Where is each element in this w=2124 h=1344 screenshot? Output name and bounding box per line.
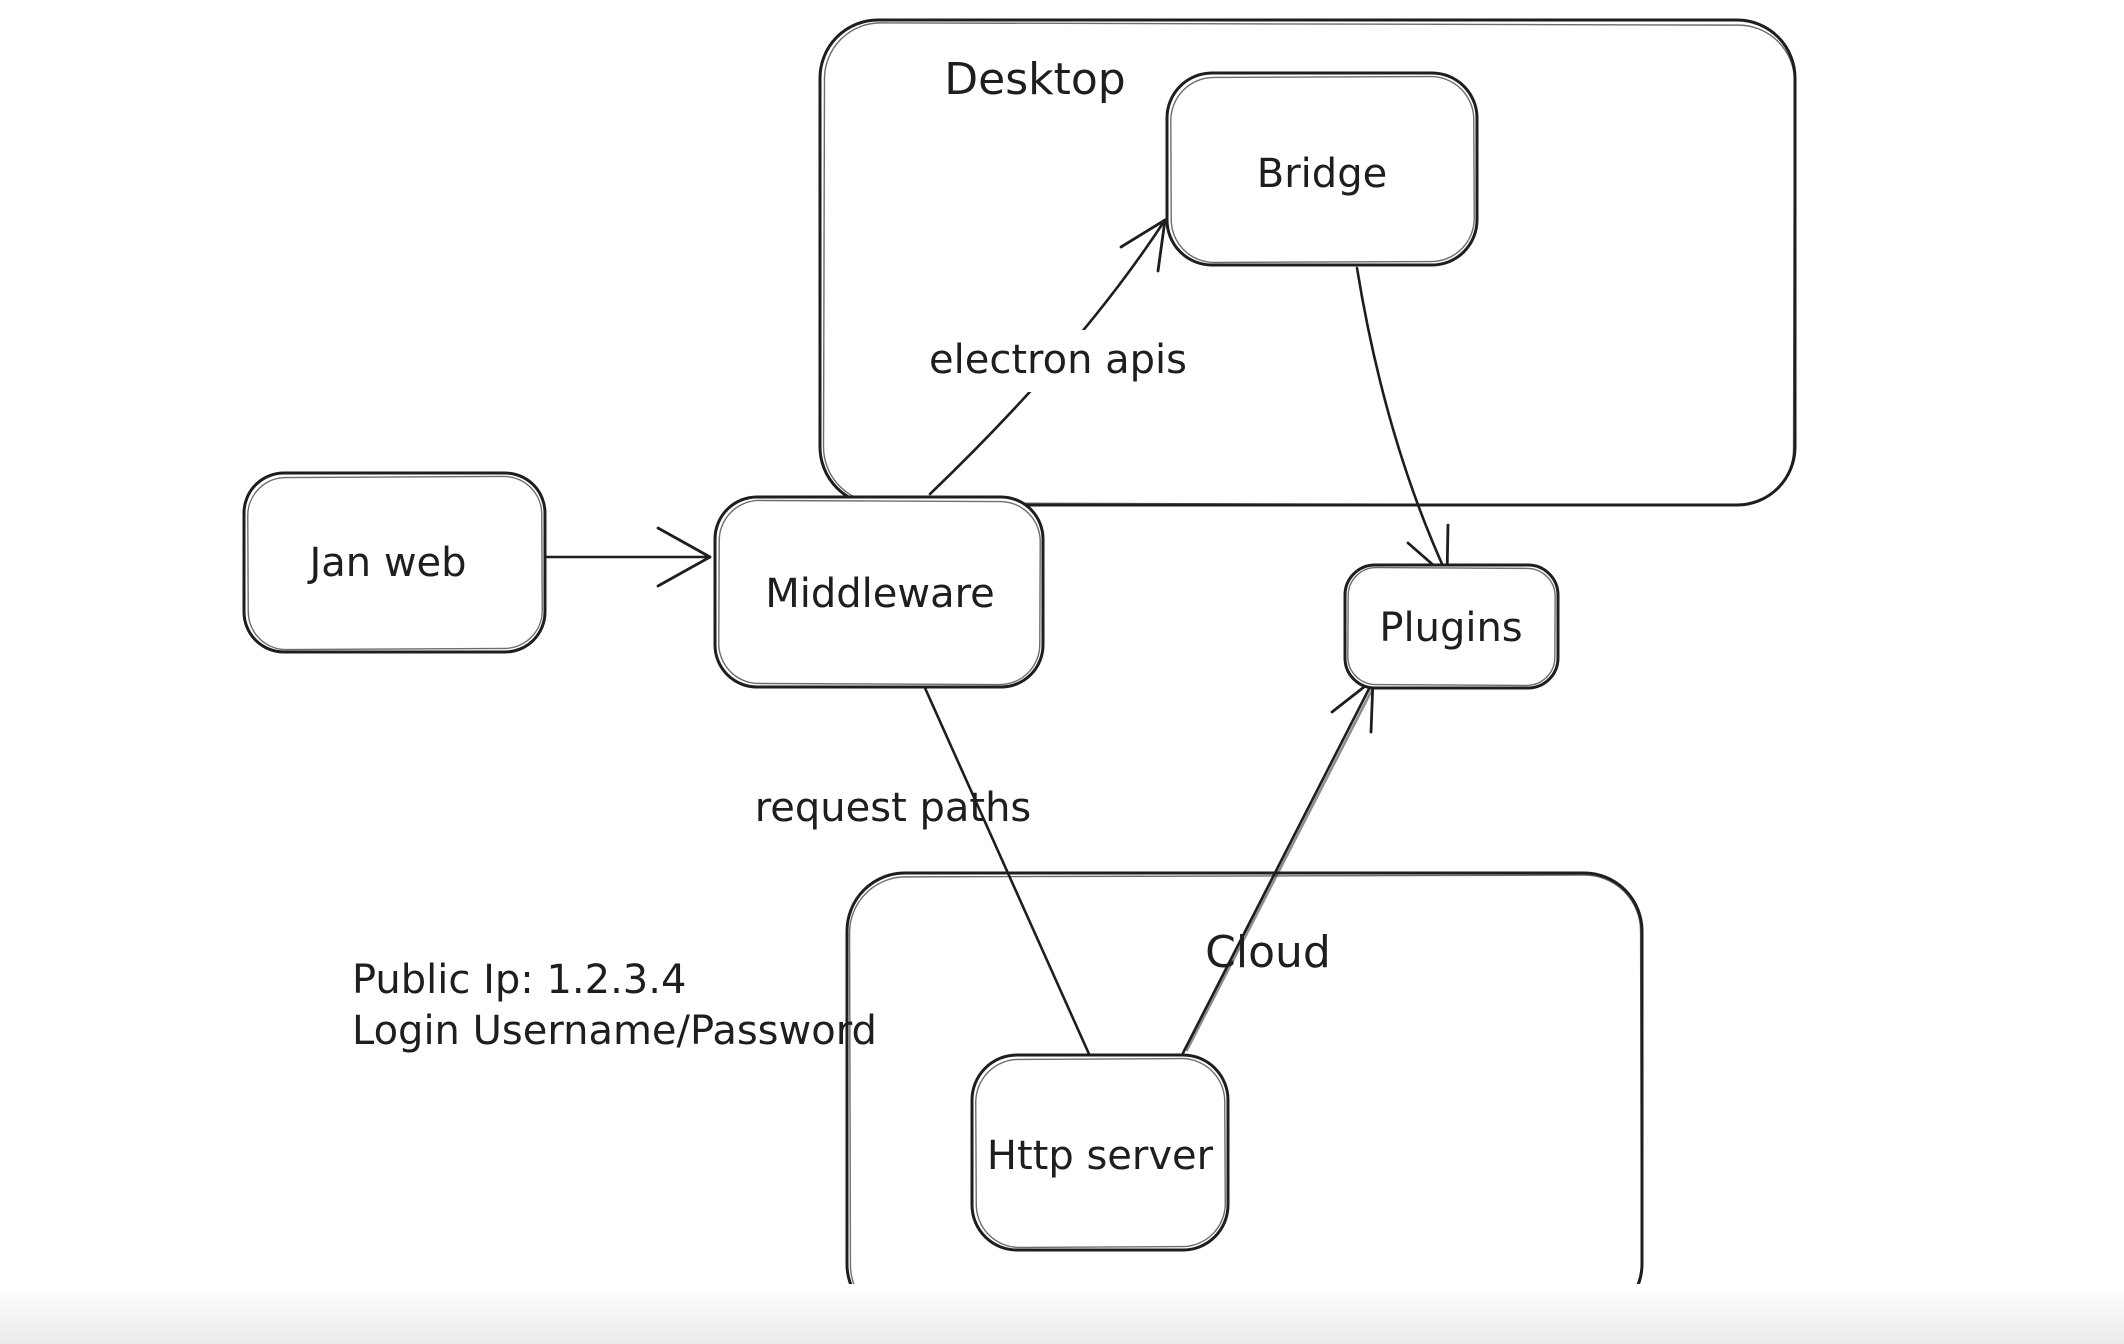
electron-apis-label-background <box>916 330 1200 392</box>
middleware-box-sketch-echo <box>718 499 1041 686</box>
edge-httpserver-to-plugins-sketch-echo <box>1185 682 1377 1052</box>
edge-bridge-to-plugins-line <box>1355 266 1449 577</box>
desktop-container-box-sketch-echo <box>822 22 1796 506</box>
canvas-bottom-fade <box>0 1284 2124 1344</box>
plugins-box <box>1343 563 1560 690</box>
edge-middleware-to-httpserver-line <box>923 686 1091 1056</box>
edge-middleware-to-bridge[interactable]: electron apis <box>916 218 1200 496</box>
electron-apis-edge-label: electron apis <box>929 337 1187 383</box>
edge-httpserver-to-plugins-line <box>1181 679 1375 1055</box>
node-plugins[interactable]: Plugins <box>1343 563 1560 690</box>
http-server-box-sketch-echo <box>975 1057 1226 1249</box>
annotation-line-1: Public Ip: 1.2.3.4 <box>352 957 686 1003</box>
http-server-label: Http server <box>987 1133 1214 1179</box>
jan-web-label: Jan web <box>306 540 466 586</box>
edge-janweb-to-middleware[interactable] <box>543 526 712 588</box>
plugins-box-sketch-echo <box>1347 566 1556 687</box>
annotation-line-2: Login Username/Password <box>352 1008 877 1054</box>
jan-web-box <box>242 471 547 654</box>
jan-web-box-sketch-echo <box>247 475 543 651</box>
middleware-label: Middleware <box>765 571 995 617</box>
cloud-container-label: Cloud <box>1205 927 1331 978</box>
bridge-box <box>1165 71 1479 267</box>
request-paths-edge-label: request paths <box>755 785 1032 831</box>
edge-middleware-to-httpserver[interactable]: request paths <box>755 686 1091 1056</box>
node-bridge[interactable]: Bridge <box>1165 71 1479 267</box>
node-http-server[interactable]: Http server <box>970 1053 1230 1252</box>
node-jan-web[interactable]: Jan web <box>242 471 547 654</box>
desktop-container-box <box>818 18 1797 507</box>
desktop-container[interactable]: Desktop <box>818 18 1797 507</box>
plugins-label: Plugins <box>1379 605 1522 651</box>
annotation-text[interactable]: Public Ip: 1.2.3.4 Login Username/Passwo… <box>352 957 877 1054</box>
bridge-label: Bridge <box>1257 151 1387 197</box>
http-server-box <box>970 1053 1230 1252</box>
node-middleware[interactable]: Middleware <box>713 495 1045 689</box>
desktop-container-label: Desktop <box>944 54 1125 105</box>
middleware-box <box>713 495 1045 689</box>
bridge-box-sketch-echo <box>1170 75 1475 264</box>
arrowhead-at-bridge <box>1119 218 1167 273</box>
arrowhead-at-middleware <box>656 526 712 588</box>
